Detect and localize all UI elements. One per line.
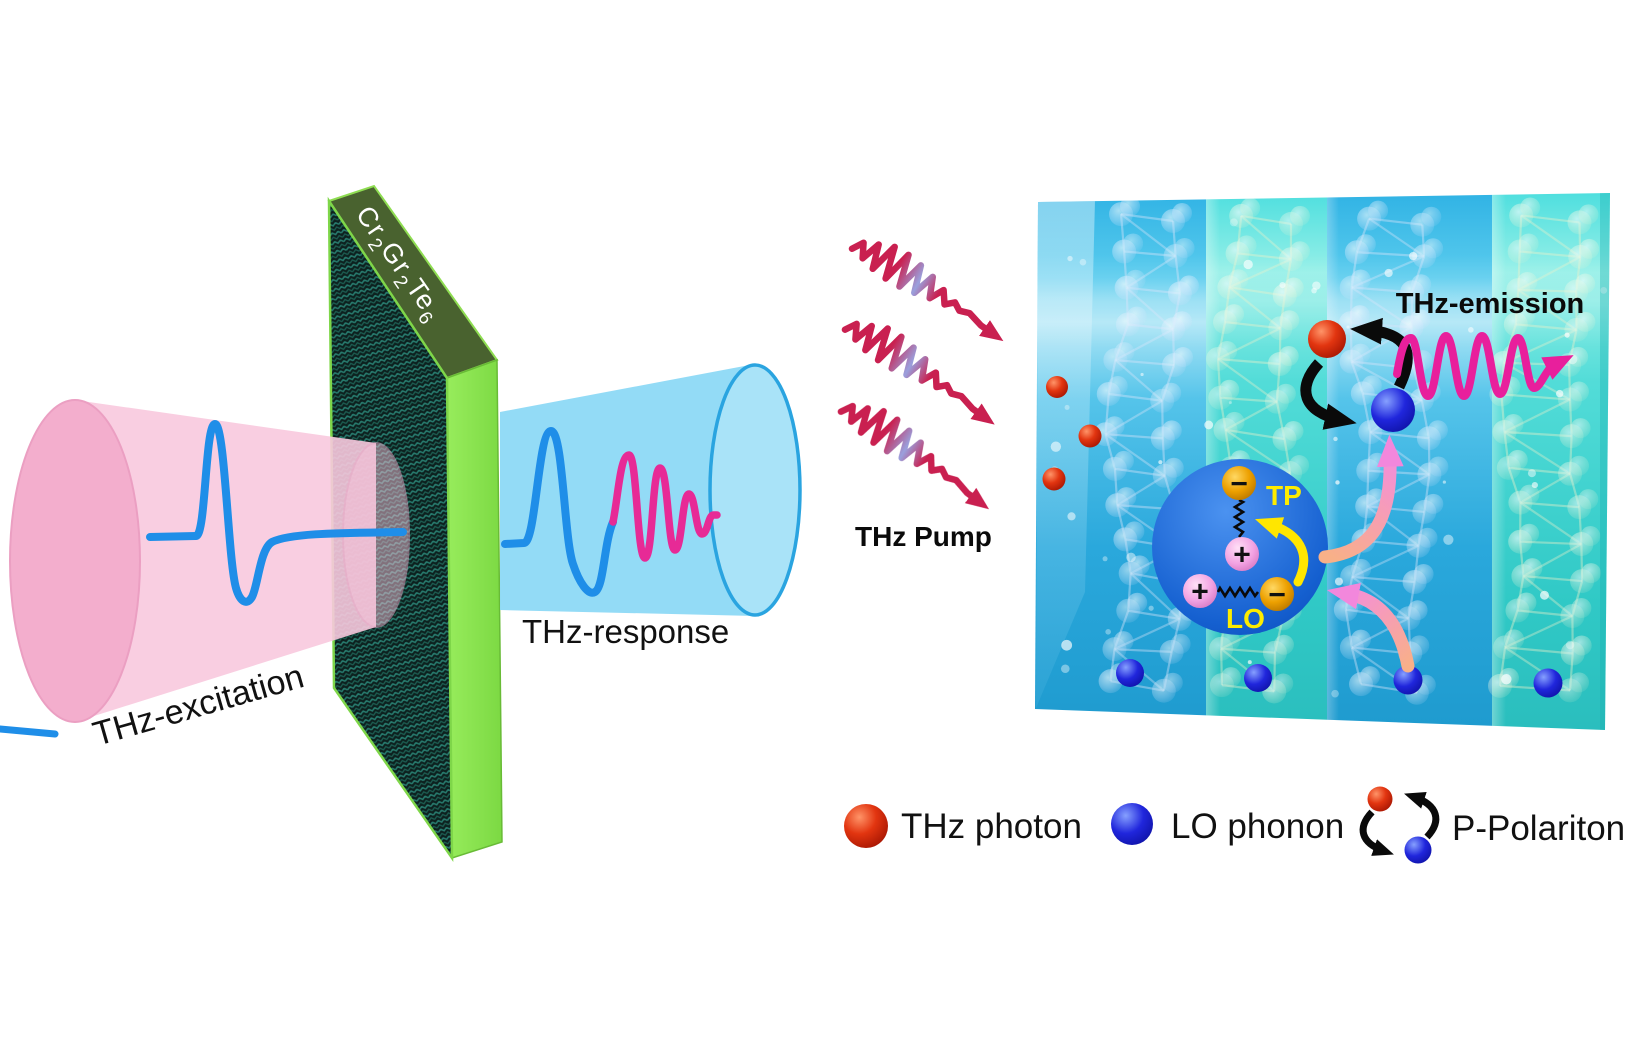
pump-wave-arrow [841, 320, 995, 425]
legend-label-lo-phonon: LO phonon [1171, 807, 1344, 846]
pump-wave-arrow [837, 402, 990, 510]
blue-sphere-icon [1116, 659, 1144, 687]
lo-phonons [1116, 659, 1563, 698]
response-beam-aperture [708, 363, 802, 617]
pump-wave-arrow [848, 239, 1004, 342]
sample-side-face [446, 358, 503, 860]
blue-sphere-icon [1404, 836, 1432, 864]
tp-conversion-arrow [1254, 517, 1309, 587]
polariton-pair-icon [1359, 786, 1440, 864]
charge-sign: − [1268, 579, 1286, 612]
response-waveform-oscillation [609, 451, 721, 562]
polariton-cycle-arrow [1404, 792, 1440, 840]
blue-sphere-icon [1244, 664, 1272, 692]
charge-sign: − [1230, 468, 1248, 501]
response-waveform-main [501, 426, 617, 597]
red-sphere-icon [844, 804, 888, 848]
blue-sphere-icon [1393, 665, 1423, 695]
excitation-waveform [146, 419, 407, 606]
thz-photons [1042, 376, 1102, 491]
block-right-edge [1600, 193, 1610, 730]
ion-sphere-icon [1183, 574, 1217, 608]
polariton-cycle-arrow [1359, 809, 1394, 856]
spring-vertical-icon [1232, 498, 1246, 538]
ion-sphere-icon [1225, 537, 1259, 571]
polariton-pair [1300, 317, 1415, 432]
electron-sphere-icon [1260, 577, 1294, 611]
tp-label: TP [1266, 480, 1302, 511]
emission-wave-arrow [1393, 331, 1574, 401]
legend: THz photon LO phonon P-Polariton [844, 786, 1625, 864]
charge-sign: + [1233, 539, 1251, 572]
emission-label: THz-emission [1396, 288, 1585, 320]
phonon-inset: − + + − TP LO [1152, 459, 1328, 635]
excitation-waveform-tail [0, 725, 59, 738]
blue-sphere-icon [1371, 388, 1415, 432]
crystal-block [1035, 193, 1610, 730]
electron-sphere-icon [1222, 466, 1256, 500]
pump-label: THz Pump [855, 521, 992, 552]
red-sphere-icon [1042, 467, 1066, 491]
red-sphere-icon [1046, 376, 1068, 398]
legend-label-thz-photon: THz photon [901, 807, 1082, 846]
red-sphere-icon [1078, 424, 1102, 448]
polariton-cycle-arrow [1300, 359, 1357, 430]
response-label: THz-response [522, 613, 729, 650]
blue-sphere-icon [1533, 668, 1563, 698]
lo-label: LO [1226, 603, 1265, 634]
crystal-block-schematic: − + + − TP LO THz-emission [837, 193, 1610, 730]
response-beam-body [500, 364, 755, 616]
excitation-beam [9, 399, 410, 723]
response-beam [500, 363, 802, 617]
upconversion-arrow [1318, 434, 1404, 564]
phonon-capture-arrow [1327, 582, 1415, 673]
legend-label-p-polariton: P-Polariton [1452, 809, 1625, 848]
excitation-beam-aperture [9, 399, 141, 723]
pump-arrows [837, 239, 1004, 510]
red-sphere-icon [1367, 786, 1393, 812]
left-experiment-schematic: Cr2Gr2Te6 THz-excitation THz-response [0, 184, 802, 863]
charge-sign: + [1191, 576, 1209, 609]
spring-horizontal-icon [1216, 585, 1260, 599]
blue-sphere-icon [1111, 803, 1153, 845]
excitation-beam-body [75, 400, 376, 722]
red-sphere-icon [1308, 320, 1346, 358]
